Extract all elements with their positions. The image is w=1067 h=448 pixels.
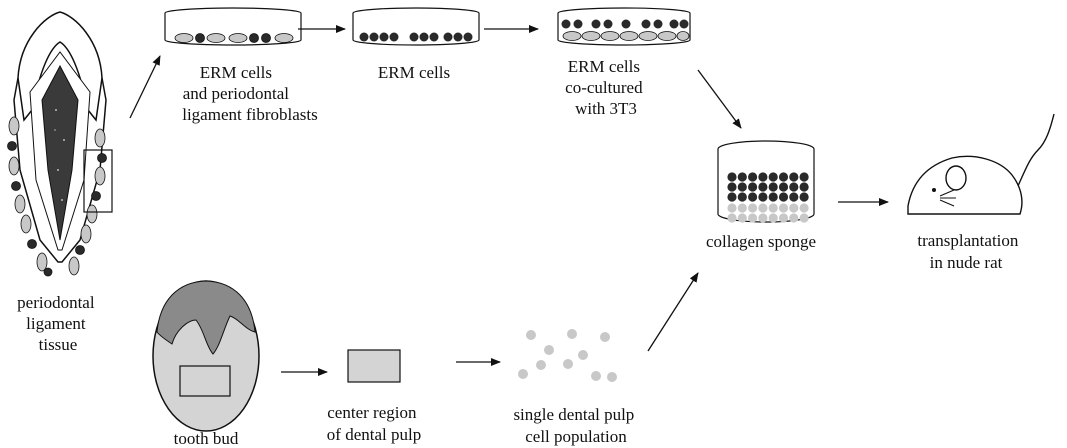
label-collagen-sponge: collagen sponge (706, 232, 816, 251)
collagen-sponge (717, 140, 815, 223)
sponge-erm-cell (748, 182, 758, 192)
label-dish1: ERM cells and periodontal ligament fibro… (182, 63, 318, 124)
sponge-pulp-cell (758, 213, 768, 223)
label-transplantation: transplantation in nude rat (917, 231, 1022, 272)
label-tooth-bud: tooth bud (174, 429, 239, 448)
sponge-pulp-cell (799, 203, 809, 213)
sponge-pulp-cell (727, 203, 737, 213)
label-periodontal-ligament-tissue: periodontal ligament tissue (17, 293, 99, 354)
sponge-pulp-cell (768, 203, 778, 213)
sponge-pulp-cell (778, 203, 789, 213)
sponge-erm-cell (799, 172, 809, 182)
tooth-crown-outline (17, 11, 103, 122)
sponge-pulp-cell (768, 213, 778, 223)
dish-erm-cells (352, 7, 480, 46)
tooth-pulp-canal (41, 64, 79, 241)
sponge-erm-cell (799, 192, 809, 202)
sponge-erm-cell (737, 182, 747, 192)
sponge-erm-cell (748, 192, 758, 202)
tooth-bud-illustration (152, 280, 260, 432)
label-dish2: ERM cells (378, 63, 450, 82)
arrow-cells-to-sponge (647, 272, 699, 352)
sponge-pulp-cell (727, 213, 737, 223)
sponge-pulp-cell (758, 203, 768, 213)
dish-erm-cocultured-3t3 (557, 7, 691, 46)
sponge-erm-cell (758, 172, 768, 182)
sponge-erm-cell (768, 172, 778, 182)
label-dish3: ERM cells co-cultured with 3T3 (565, 57, 647, 118)
sponge-pulp-cell (799, 213, 809, 223)
sponge-erm-cell (758, 192, 768, 202)
sponge-erm-cell (789, 192, 799, 202)
sponge-erm-cell (737, 192, 747, 202)
sponge-pulp-cell (789, 213, 799, 223)
sponge-erm-cell (737, 172, 747, 182)
sponge-erm-cell (748, 172, 758, 182)
sponge-erm-cell (727, 172, 737, 182)
sponge-erm-cell (727, 192, 737, 202)
ligament-selection-box (83, 149, 113, 213)
sponge-erm-cell (778, 182, 789, 192)
sponge-erm-cell (799, 182, 809, 192)
label-single-cells: single dental pulp cell population (513, 405, 638, 446)
sponge-pulp-cell (748, 213, 758, 223)
sponge-pulp-cell (778, 213, 789, 223)
sponge-pulp-cells (727, 203, 809, 223)
rat-body (907, 155, 1023, 215)
tooth-root-illustration (7, 11, 113, 277)
sponge-erm-cells (727, 172, 809, 202)
rat-whiskers (939, 189, 956, 207)
rat-ear (945, 165, 967, 191)
sponge-erm-cell (768, 182, 778, 192)
sponge-pulp-cell (748, 203, 758, 213)
arrow-dish3-to-sponge (697, 69, 742, 129)
ligament-cells-left (7, 116, 48, 272)
sponge-erm-cell (778, 172, 789, 182)
tooth-bud-enamel (156, 280, 256, 355)
rat-eye (932, 188, 936, 192)
sponge-erm-cell (768, 192, 778, 202)
rat-tail (1017, 113, 1055, 187)
pulp-region-block (347, 349, 401, 383)
dish-erm-and-fibroblasts (164, 7, 302, 46)
sponge-erm-cell (727, 182, 737, 192)
nude-rat-illustration (907, 113, 1055, 215)
sponge-erm-cell (789, 182, 799, 192)
sponge-erm-cell (758, 182, 768, 192)
single-pulp-cells (518, 329, 617, 382)
sponge-pulp-cell (789, 203, 799, 213)
label-center-region: center region of dental pulp (327, 403, 421, 444)
ligament-cells-right (43, 128, 107, 277)
tooth-bud-selection-box (179, 365, 231, 397)
arrow-tissue-to-dish1 (129, 55, 161, 119)
sponge-pulp-cell (737, 203, 747, 213)
sponge-erm-cell (778, 192, 789, 202)
sponge-erm-cell (789, 172, 799, 182)
sponge-pulp-cell (737, 213, 747, 223)
